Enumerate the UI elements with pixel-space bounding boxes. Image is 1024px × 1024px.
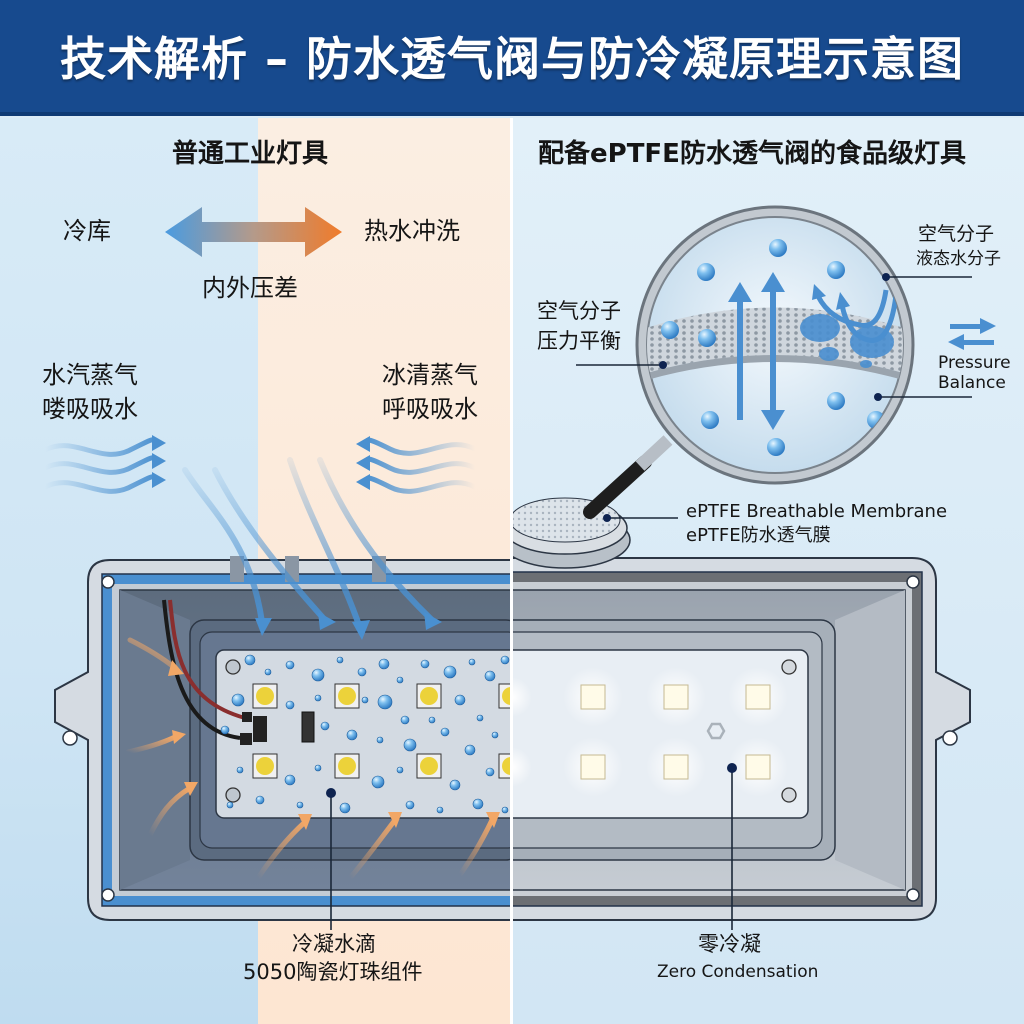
panel-divider bbox=[510, 118, 513, 1024]
header-banner: 技术解析 – 防水透气阀与防冷凝原理示意图 bbox=[0, 0, 1024, 116]
vapor-left-line1: 水汽蒸气 bbox=[42, 361, 138, 389]
membrane-callout-line1: ePTFE Breathable Membrane bbox=[686, 501, 948, 522]
condensation-callout-line1: 冷凝水滴 bbox=[292, 932, 376, 956]
pressure-balance-arrows bbox=[948, 318, 996, 350]
condensation-droplets bbox=[220, 654, 510, 814]
vapor-intrusion-arrows bbox=[182, 457, 435, 631]
callout-leaders bbox=[326, 273, 972, 930]
magnifier-right-callout-line1: 空气分子 bbox=[918, 223, 995, 245]
magnifier-left-callout-line1: 空气分子 bbox=[537, 299, 621, 323]
cold-storage-label: 冷库 bbox=[63, 217, 111, 245]
page-title: 技术解析 – 防水透气阀与防冷凝原理示意图 bbox=[59, 32, 965, 86]
zero-condensation-label-cn: 零冷凝 bbox=[698, 932, 761, 956]
magnifier-left-callout-line2: 压力平衡 bbox=[537, 329, 621, 353]
left-panel-title: 普通工业灯具 bbox=[172, 139, 329, 169]
air-molecules bbox=[661, 239, 885, 456]
pressure-balance-line2: Balance bbox=[938, 373, 1006, 393]
vapor-arrows-right bbox=[361, 437, 478, 494]
zero-condensation-label-en: Zero Condensation bbox=[657, 962, 819, 982]
eptfe-fixture-housing bbox=[513, 497, 971, 921]
standard-fixture-housing bbox=[54, 457, 511, 921]
condensation-callout-line2: 5050陶瓷灯珠组件 bbox=[243, 960, 423, 984]
pressure-difference-arrow bbox=[165, 207, 342, 257]
vapor-left-line2: 喽吸吸水 bbox=[42, 395, 138, 423]
led-chip-wet bbox=[252, 683, 511, 779]
hot-wash-label: 热水冲洗 bbox=[364, 217, 460, 245]
membrane-callout-line2: ePTFE防水透气膜 bbox=[686, 525, 831, 546]
pressure-balance-line1: Pressure bbox=[938, 353, 1011, 373]
right-panel-title: 配备ePTFE防水透气阀的食品级灯具 bbox=[538, 139, 966, 169]
pressure-difference-label: 内外压差 bbox=[202, 274, 298, 302]
magnifier-handle bbox=[583, 435, 673, 519]
vapor-arrows-left bbox=[42, 437, 161, 494]
vapor-right-line1: 冰清蒸气 bbox=[382, 361, 478, 389]
magnifier-lens bbox=[635, 205, 915, 485]
vapor-right-line2: 呼吸吸水 bbox=[382, 395, 478, 423]
magnifier-right-callout-line2: 液态水分子 bbox=[916, 249, 1001, 269]
led-chip-lit bbox=[513, 667, 788, 797]
